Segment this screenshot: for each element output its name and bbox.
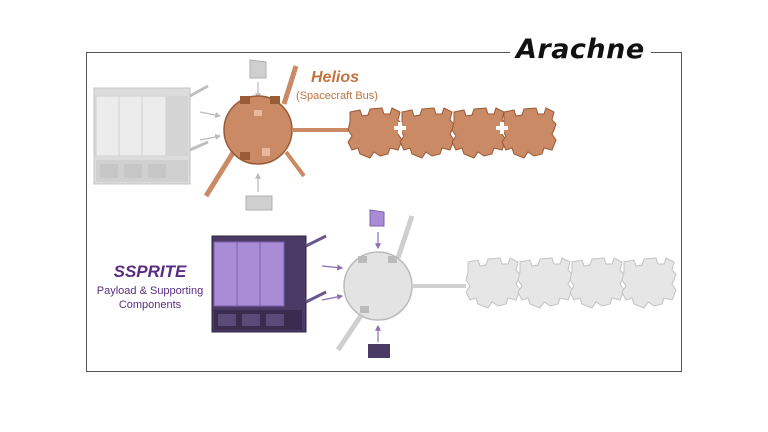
ssprite-sublabel-line1: Payload & Supporting	[96, 285, 204, 297]
diagram-frame	[86, 52, 682, 372]
ghost-payload	[93, 84, 209, 185]
ssprite-payload	[211, 234, 327, 333]
ssprite-label: SSPRITE	[113, 262, 187, 281]
ghost-bracket-top	[245, 59, 273, 211]
ssprite-bracket	[368, 209, 390, 358]
ssprite-sublabel-line2: Components	[118, 299, 182, 311]
diagram-title: Arachne	[510, 34, 651, 65]
helios-solar-array	[347, 107, 557, 159]
ssprite-arrows	[321, 232, 381, 342]
helios-array-hinges	[394, 122, 508, 134]
helios-sublabel: (Spacecraft Bus)	[296, 90, 378, 102]
helios-bus	[203, 65, 306, 198]
helios-label: Helios	[310, 69, 359, 86]
ghost-solar-array	[465, 257, 677, 309]
ghost-bus	[335, 215, 415, 352]
